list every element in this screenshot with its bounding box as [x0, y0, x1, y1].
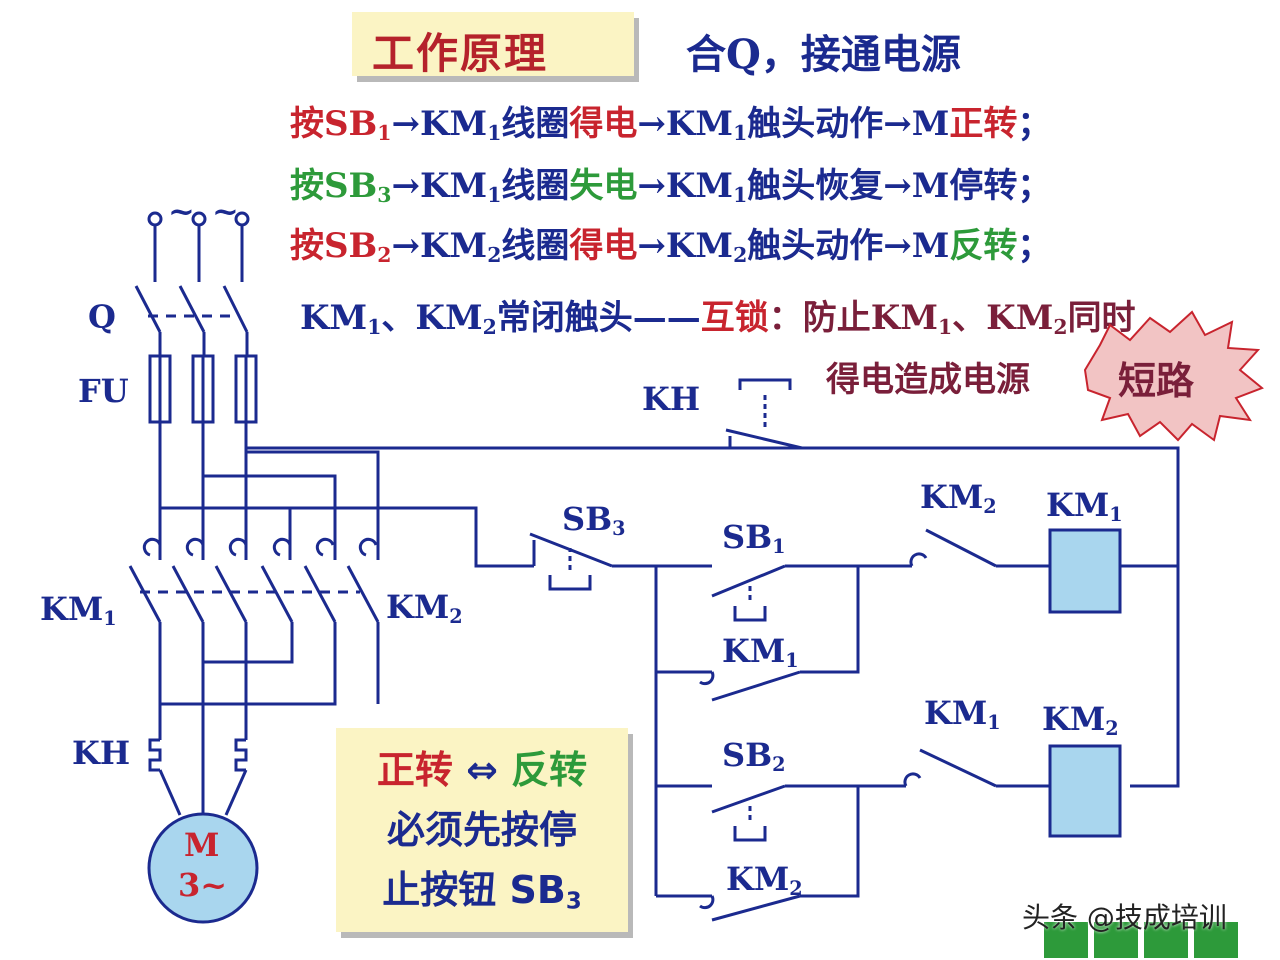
note-line-2: 必须先按停 — [386, 808, 577, 852]
label-tilde-2: ~ — [212, 192, 239, 230]
nav-buttons — [1044, 922, 1238, 958]
watermark: 头条 @技成培训 — [1022, 901, 1227, 934]
label-km1-hold: KM1 — [722, 632, 799, 672]
title-box: 工作原理 — [352, 12, 634, 78]
label-sb1: SB1 — [722, 518, 786, 558]
label-q: Q — [88, 298, 116, 336]
interlock-line: KM1、KM2常闭触头——互锁：防止KM1、KM2同时 — [300, 298, 1136, 340]
label-fu: FU — [78, 372, 129, 410]
label-sb3: SB3 — [562, 500, 626, 540]
label-km1-nc: KM1 — [924, 694, 1001, 734]
note-line-1: 正转 ⇔ 反转 — [376, 748, 588, 792]
note-line-3: 止按钮 SB3 — [382, 868, 582, 915]
principle-line-2: 按SB3→KM1线圈失电→KM1触头恢复→M停转； — [290, 166, 1052, 208]
motor-m: M — [184, 826, 220, 864]
burst-text: 短路 — [1118, 359, 1195, 403]
label-tilde-1: ~ — [168, 192, 195, 230]
principle-line-3: 按SB2→KM2线圈得电→KM2触头动作→M反转； — [290, 226, 1052, 268]
label-sb2: SB2 — [722, 736, 786, 776]
label-kh-main: KH — [72, 734, 131, 772]
label-km2-nc: KM2 — [920, 478, 997, 518]
label-km2-hold: KM2 — [726, 860, 803, 900]
label-km2-coil: KM2 — [1042, 700, 1119, 740]
label-km2-main: KM2 — [386, 588, 463, 628]
page-title: 工作原理 — [372, 29, 549, 78]
label-km1-coil: KM1 — [1046, 486, 1123, 526]
subtitle: 合Q，接通电源 — [686, 31, 961, 78]
motor-phase: 3~ — [178, 866, 228, 904]
label-kh-ctrl: KH — [642, 380, 701, 418]
interlock-line-2: 得电造成电源 — [826, 360, 1030, 400]
principle-line-1: 按SB1→KM1线圈得电→KM1触头动作→M正转； — [290, 104, 1052, 146]
short-circuit-burst — [1083, 310, 1264, 442]
label-km1-main: KM1 — [40, 590, 117, 630]
note-box: 正转 ⇔ 反转 必须先按停 止按钮 SB3 — [336, 728, 628, 932]
